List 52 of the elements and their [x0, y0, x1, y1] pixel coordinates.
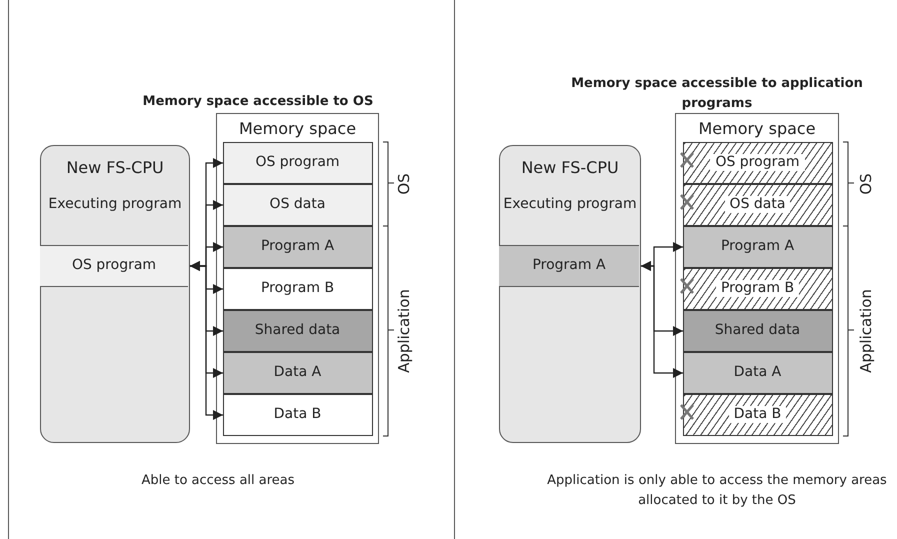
area-label: Shared data — [254, 322, 340, 340]
area-label: Executing program — [47, 196, 183, 214]
memory-space-title: Memory space — [697, 119, 817, 139]
memory-area — [682, 352, 832, 394]
memory-area — [222, 352, 372, 394]
executing-program-bar — [499, 245, 639, 287]
memory-area — [682, 184, 832, 226]
memory-area — [222, 184, 372, 226]
area-label: Program A — [260, 238, 334, 256]
memory-space-title: Memory space — [238, 119, 358, 139]
cpu-name: New FS-CPU — [65, 158, 165, 178]
range-label: Application — [395, 289, 413, 373]
memory-area — [222, 310, 372, 352]
area-label: Program A — [720, 238, 794, 256]
range-label: OS — [857, 173, 875, 195]
memory-area — [222, 226, 372, 268]
area-label: Program B — [716, 280, 800, 298]
memory-area — [682, 310, 832, 352]
panel-title: Memory space accessible to OS — [142, 93, 374, 111]
memory-area — [222, 394, 372, 436]
area-label: Executing program — [502, 196, 638, 214]
cpu-block — [499, 145, 641, 443]
memory-space-box — [216, 113, 379, 444]
area-label: OS program — [72, 257, 156, 275]
area-label: Shared data — [714, 322, 800, 340]
area-label: OS data — [724, 196, 790, 214]
area-label: Program A — [532, 257, 606, 275]
area-label: Data B — [274, 406, 322, 424]
arrow — [641, 261, 683, 378]
memory-area — [682, 394, 832, 436]
area-label: Data A — [274, 364, 322, 382]
panel-title: Memory space accessible to application programs — [570, 75, 864, 112]
panel-caption: Application is only able to access the memory areas allocated to it by the OS — [546, 472, 888, 510]
memory-area — [222, 268, 372, 310]
memory-space-box — [675, 113, 839, 444]
range-label: OS — [395, 173, 413, 195]
area-label: Data A — [734, 364, 782, 382]
cpu-name: New FS-CPU — [520, 158, 620, 178]
area-label: OS data — [270, 196, 326, 214]
area-label: OS program — [710, 154, 805, 172]
memory-area — [682, 226, 832, 268]
area-label: Program B — [260, 280, 334, 298]
memory-area — [682, 268, 832, 310]
area-label: Data B — [728, 406, 786, 424]
cpu-block — [40, 145, 190, 443]
memory-area — [682, 142, 832, 184]
executing-program-bar — [40, 245, 188, 287]
range-label: Application — [857, 289, 875, 373]
memory-area — [222, 142, 372, 184]
area-label: OS program — [255, 154, 340, 172]
panel-caption: Able to access all areas — [140, 472, 296, 490]
arrow — [190, 261, 223, 420]
